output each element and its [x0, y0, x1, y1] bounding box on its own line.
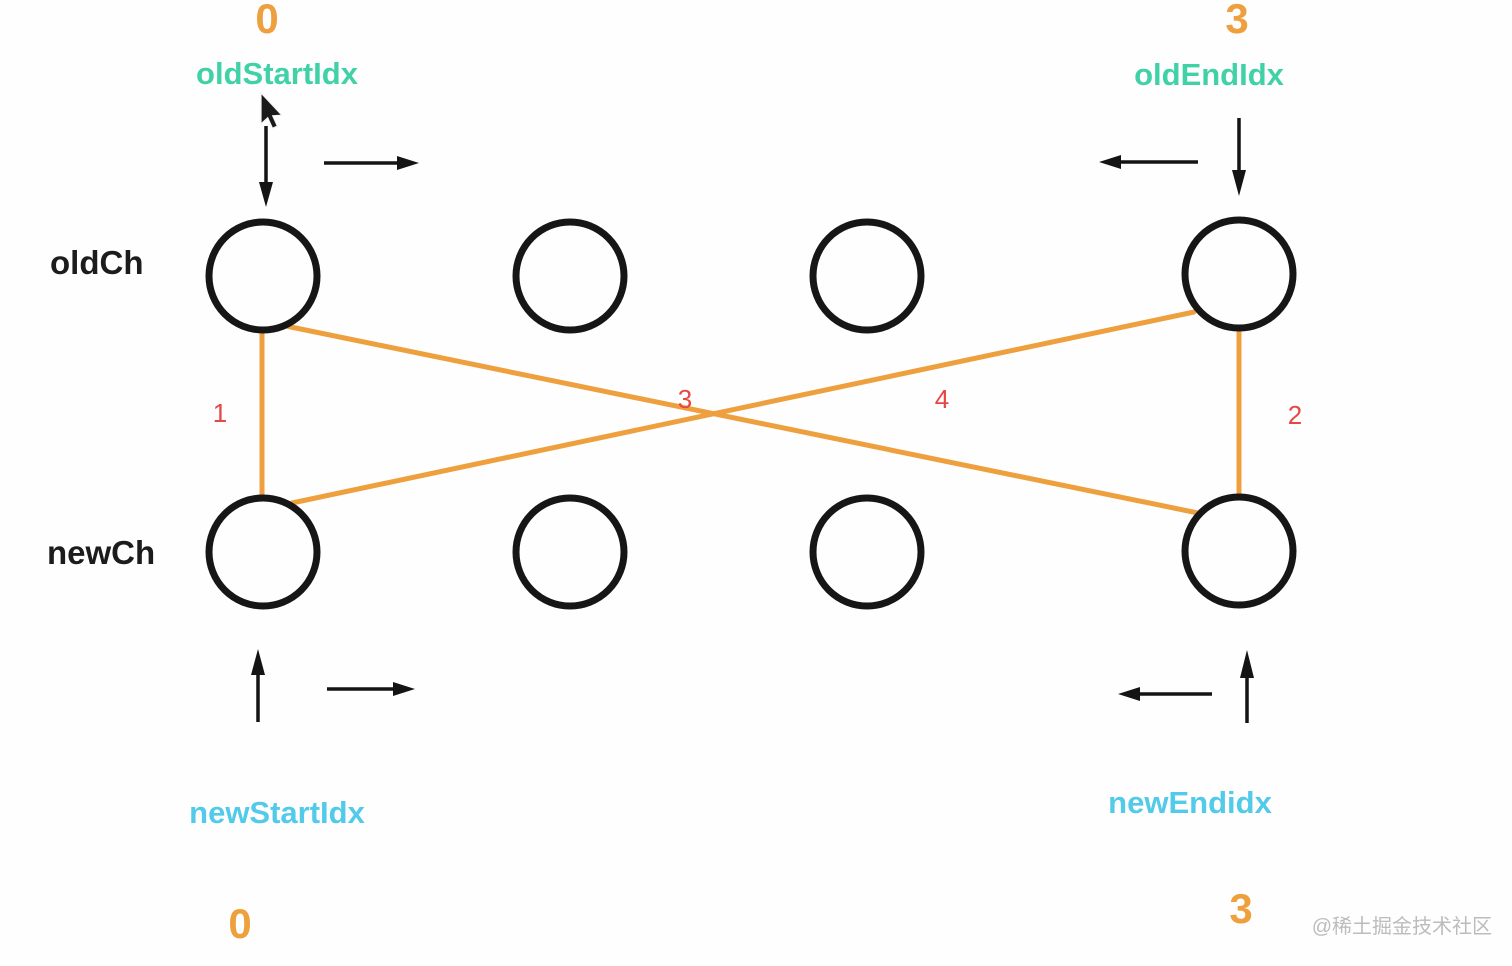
old-start-idx-label: oldStartIdx [196, 56, 358, 91]
match-line-cross-descending [283, 323, 1201, 516]
step-number-4: 4 [934, 384, 950, 414]
new-start-up-arrow-icon [251, 649, 265, 722]
match-line-cross-ascending [289, 309, 1197, 506]
old-node-1 [512, 218, 628, 334]
new-start-right-arrow-icon [327, 682, 415, 696]
new-start-idx-label: newStartIdx [189, 795, 365, 830]
old-end-down-arrow-icon [1232, 118, 1246, 196]
old-end-left-arrow-icon [1099, 155, 1198, 169]
new-end-idx-label: newEndidx [1108, 785, 1272, 820]
old-end-index-value: 3 [1225, 0, 1249, 42]
new-node-1 [512, 494, 628, 610]
new-node-3 [1181, 493, 1297, 609]
new-node-2 [809, 494, 925, 610]
new-children-row-label: newCh [47, 534, 156, 571]
new-start-index-value: 0 [228, 900, 252, 947]
old-node-0 [205, 218, 321, 334]
old-end-idx-label: oldEndIdx [1134, 57, 1284, 92]
new-end-up-arrow-icon [1240, 650, 1254, 723]
step-number-2: 2 [1287, 400, 1303, 430]
old-start-right-arrow-icon [324, 156, 419, 170]
old-node-3 [1181, 216, 1297, 332]
new-end-left-arrow-icon [1118, 687, 1212, 701]
new-end-index-value: 3 [1229, 885, 1253, 932]
step-number-1: 1 [212, 398, 228, 428]
watermark: @稀土掘金技术社区 [1311, 916, 1492, 938]
old-children-row-label: oldCh [50, 244, 144, 281]
old-node-2 [809, 218, 925, 334]
old-start-down-arrow-icon [259, 126, 273, 207]
old-start-index-value: 0 [255, 0, 279, 42]
step-number-3: 3 [677, 384, 693, 414]
mouse-cursor-icon [260, 91, 284, 130]
new-node-0 [205, 494, 321, 610]
